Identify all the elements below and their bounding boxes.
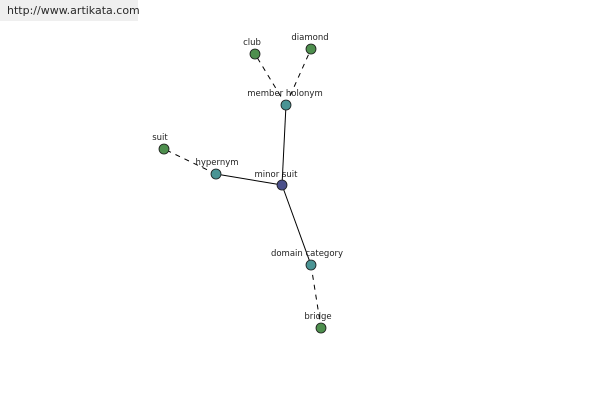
node-suit[interactable]: suit [152, 133, 170, 155]
node-club[interactable]: club [243, 38, 261, 60]
node-label-minor-suit: minor suit [255, 170, 299, 180]
edge-minor-suit-to-hypernym [215, 173, 283, 186]
nodes-layer: minor suit member holonym hypernym domain c… [152, 33, 343, 334]
node-marker-hypernym [210, 168, 222, 180]
node-bridge[interactable]: bridge [304, 312, 332, 334]
edge-member-holonym-to-diamond [285, 48, 312, 106]
node-domain-category[interactable]: domain category [271, 249, 343, 271]
watermark-banner: http://www.artikata.com [0, 0, 140, 21]
watermark-url: http://www.artikata.com [7, 4, 140, 17]
node-label-bridge: bridge [304, 312, 331, 322]
node-label-domain-category: domain category [271, 249, 343, 259]
node-member-holonym[interactable]: member holonym [247, 89, 323, 111]
node-marker-diamond [305, 43, 317, 55]
node-hypernym[interactable]: hypernym [195, 158, 239, 180]
edge-domain-category-to-bridge [310, 264, 322, 329]
node-marker-minor-suit [276, 179, 288, 191]
node-minor-suit[interactable]: minor suit [255, 170, 299, 191]
node-label-club: club [243, 38, 261, 48]
node-marker-domain-category [305, 259, 317, 271]
node-marker-bridge [315, 322, 327, 334]
node-label-member-holonym: member holonym [247, 89, 322, 99]
node-diamond[interactable]: diamond [291, 33, 329, 55]
node-label-diamond: diamond [291, 33, 328, 43]
node-label-suit: suit [152, 133, 168, 143]
edge-minor-suit-to-domain-category [281, 184, 312, 266]
edges-layer [163, 48, 322, 329]
node-marker-member-holonym [280, 99, 292, 111]
node-marker-suit [158, 143, 170, 155]
edge-minor-suit-to-member-holonym [281, 104, 287, 186]
node-marker-club [249, 48, 261, 60]
node-label-hypernym: hypernym [195, 158, 238, 168]
